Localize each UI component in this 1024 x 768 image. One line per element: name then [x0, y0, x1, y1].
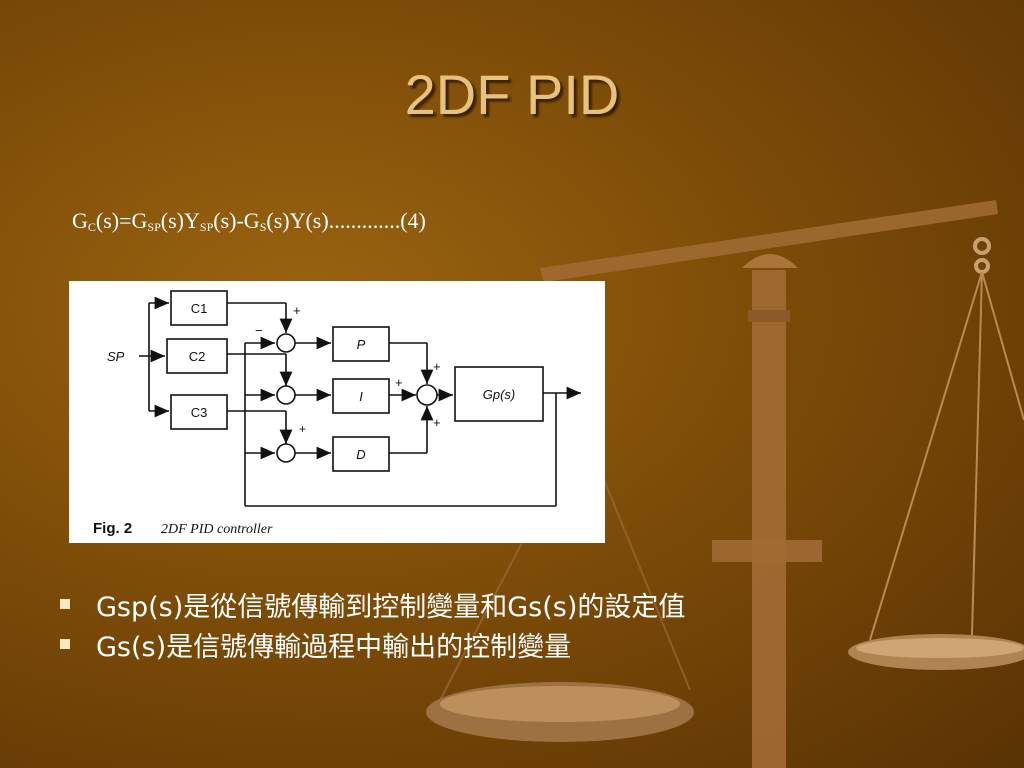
formula-subscript: C: [87, 220, 96, 234]
p-block: [332, 326, 390, 362]
sum-junction-d: [276, 443, 296, 463]
plant-block: [454, 366, 544, 422]
formula-subscript: S: [259, 220, 267, 234]
sign-plus: +: [433, 415, 441, 430]
sum-junction-p: [276, 333, 296, 353]
slide-title: 2DF PID: [404, 63, 620, 126]
c1-label: C1: [191, 301, 208, 316]
pid-block-diagram: SP C1 C2 C3 P I D Gp(s) + − + + + + Fig.…: [69, 281, 605, 543]
formula-subscript: SP: [199, 220, 214, 234]
formula-part: (s)=G: [95, 208, 148, 233]
formula-part: (s)Y: [160, 208, 200, 233]
bullet-text: Gs(s)是信號傳輸過程中輸出的控制變量: [96, 631, 572, 663]
sum-junction-output: [416, 384, 438, 406]
sign-plus: +: [299, 422, 306, 436]
i-label: I: [359, 389, 363, 404]
bullet-list: Gsp(s)是從信號傳輸到控制變量和Gs(s)的設定值 Gs(s)是信號傳輸過程…: [60, 584, 685, 664]
gp-label: Gp(s): [483, 387, 516, 402]
d-label: D: [356, 447, 365, 462]
p-label: P: [357, 337, 366, 352]
c2-block: [166, 338, 228, 374]
formula-part: (s)-G: [213, 208, 260, 233]
sign-plus: +: [395, 375, 403, 390]
sign-plus: +: [433, 359, 441, 374]
c2-label: C2: [189, 349, 206, 364]
sp-label: SP: [107, 349, 125, 364]
bullet-item: Gsp(s)是從信號傳輸到控制變量和Gs(s)的設定值: [60, 584, 685, 624]
d-block: [332, 436, 390, 472]
c1-block: [170, 290, 228, 326]
sign-plus: +: [293, 303, 301, 318]
formula-part: G: [72, 208, 88, 233]
sign-minus: −: [255, 323, 263, 338]
formula-part: (s)Y(s).............(4): [266, 208, 426, 233]
bullet-text: Gsp(s)是從信號傳輸到控制變量和Gs(s)的設定值: [96, 591, 686, 623]
formula-subscript: SP: [147, 220, 161, 234]
figure-caption-bold: Fig. 2: [93, 520, 132, 537]
figure-caption-italic: 2DF PID controller: [161, 522, 273, 537]
square-bullet-icon: [60, 599, 70, 609]
i-block: [332, 378, 390, 414]
sum-junction-i: [276, 385, 296, 405]
c3-block: [170, 394, 228, 430]
square-bullet-icon: [60, 639, 70, 649]
transfer-function-formula: GC(s)=GSP(s)YSP(s)-GS(s)Y(s)............…: [72, 208, 426, 235]
c3-label: C3: [191, 405, 208, 420]
bullet-item: Gs(s)是信號傳輸過程中輸出的控制變量: [60, 624, 685, 664]
